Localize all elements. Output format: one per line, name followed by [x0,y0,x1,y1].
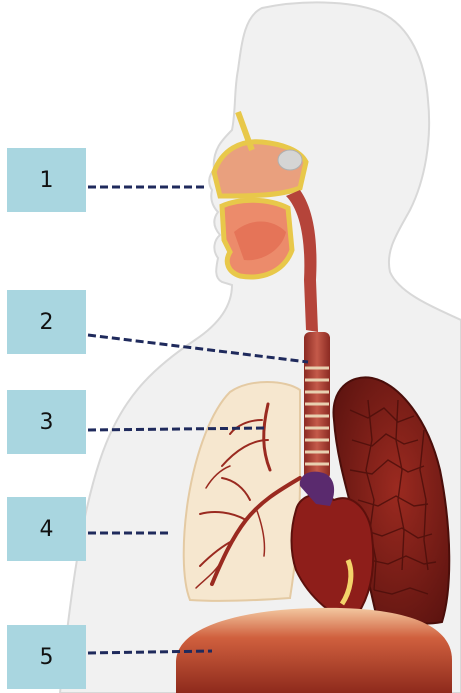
label-number-2: 2 [40,310,54,335]
label-box-2: 2 [7,290,86,354]
label-box-4: 4 [7,497,86,561]
label-box-3: 3 [7,390,86,454]
trachea [304,332,330,480]
label-number-3: 3 [40,410,54,435]
sinus [278,150,302,170]
label-number-1: 1 [40,168,54,193]
label-number-4: 4 [40,517,54,542]
label-box-1: 1 [7,148,86,212]
label-number-5: 5 [40,645,54,670]
label-box-5: 5 [7,625,86,689]
